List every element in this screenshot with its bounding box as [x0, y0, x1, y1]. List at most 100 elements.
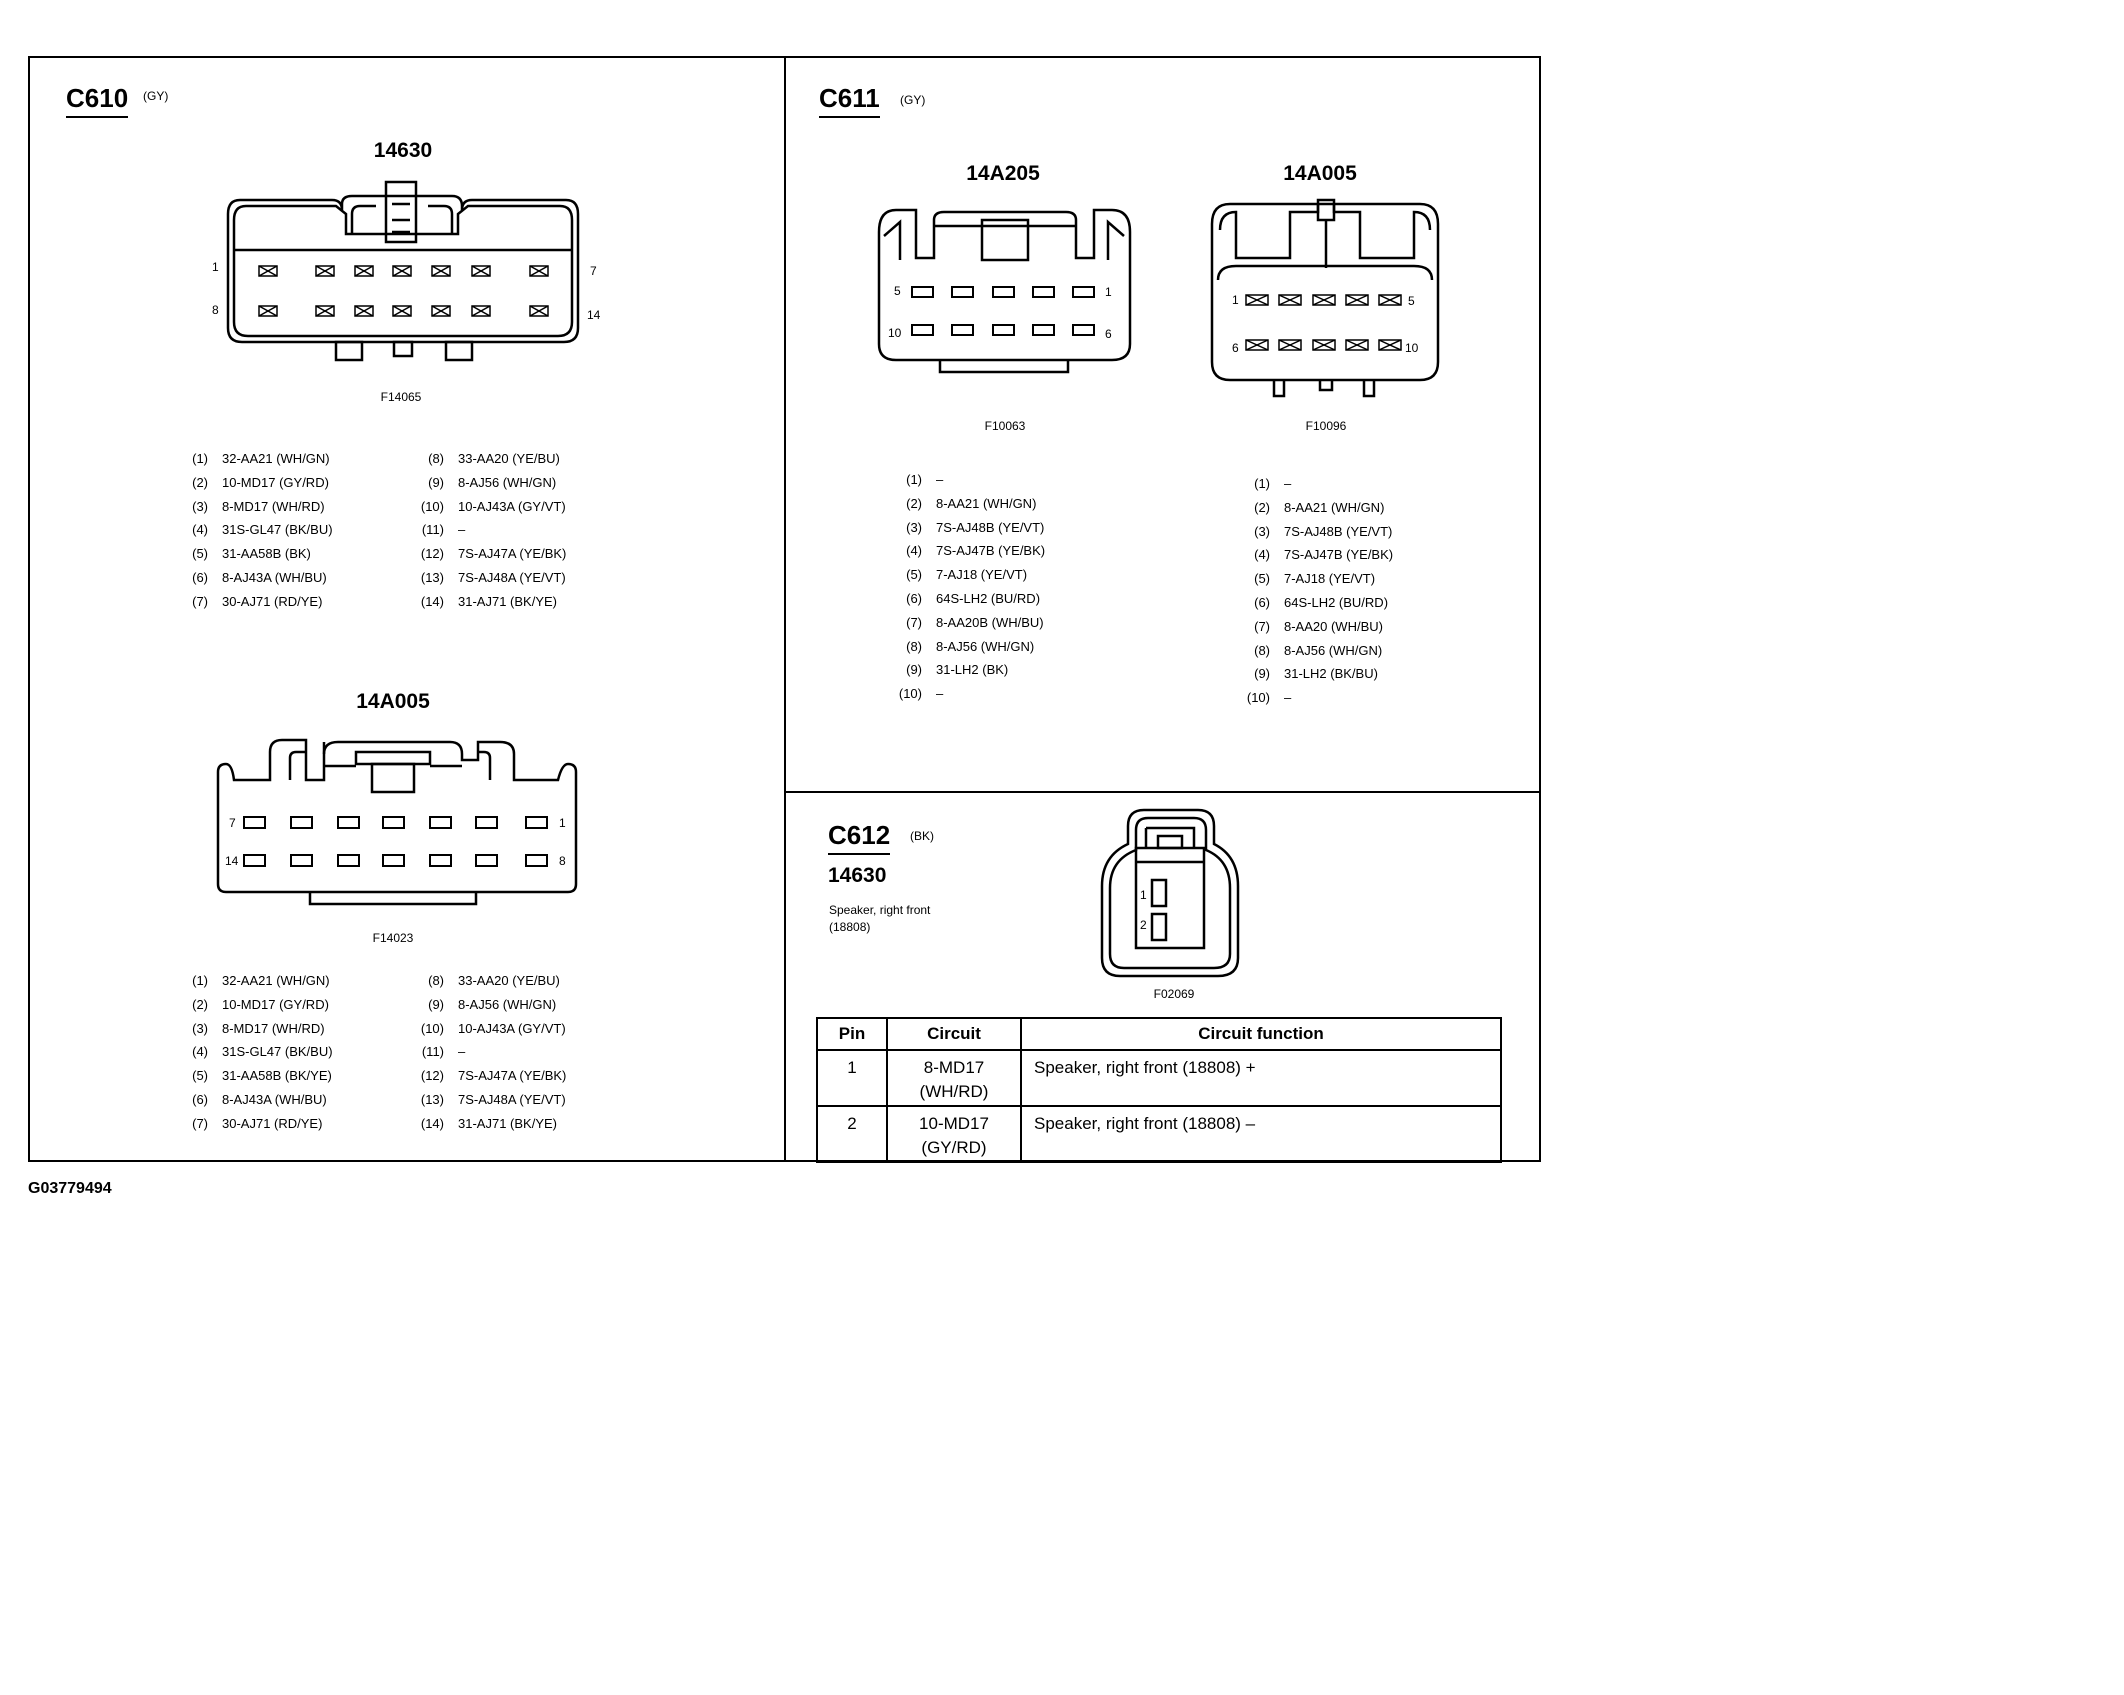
pin-row: (5)31-AA58B (BK/YE): [192, 1068, 332, 1084]
table-cell-pin: 2: [816, 1105, 888, 1163]
c612-pin-label-1: 1: [1140, 888, 1147, 902]
table-cell-circuit: 10-MD17 (GY/RD): [886, 1105, 1022, 1163]
pin-row: (10)–: [1246, 690, 1292, 706]
pin-row: (14)31-AJ71 (BK/YE): [420, 1115, 557, 1131]
pin-row: (11)–: [421, 522, 466, 538]
pin-row: (10)–: [898, 686, 944, 702]
pin-row: (12)7S-AJ47A (YE/BK): [420, 1068, 567, 1084]
pin-row: (6)64S-LH2 (BU/RD): [1254, 594, 1389, 610]
pin-row: (8)33-AA20 (YE/BU): [428, 973, 560, 988]
c611-left-pin-list: (1)– (2)8-AA21 (WH/GN) (3)7S-AJ48B (YE/V…: [896, 468, 1045, 706]
pin-row: (7)8-AA20 (WH/BU): [1254, 618, 1383, 634]
c612-figure-code: F02069: [1153, 987, 1195, 1001]
c610-bottom-figure-code: F14023: [372, 931, 414, 945]
c612-pin-label-2: 2: [1140, 918, 1147, 932]
c610-bottom-pin-label-1: 1: [559, 816, 566, 830]
pin-row: (2)8-AA21 (WH/GN): [1254, 499, 1385, 515]
pin-row: (1)32-AA21 (WH/GN): [192, 451, 330, 466]
pin-row: (10)10-AJ43A (GY/VT): [420, 1020, 566, 1036]
c610-bottom-pin-label-8: 8: [559, 854, 566, 868]
table-row: 2 10-MD17 (GY/RD) Speaker, right front (…: [816, 1105, 1502, 1163]
pin-row: (8)8-AJ56 (WH/GN): [906, 638, 1035, 654]
c610-bottom-pin-list-right: (8)33-AA20 (YE/BU) (9)8-AJ56 (WH/GN) (10…: [418, 969, 567, 1136]
table-header-circuit: Circuit: [886, 1017, 1022, 1051]
pin-row: (4)31S-GL47 (BK/BU): [192, 522, 333, 538]
table-header-pin: Pin: [816, 1017, 888, 1051]
pin-row: (9)8-AJ56 (WH/GN): [428, 474, 557, 490]
pin-row: (7)8-AA20B (WH/BU): [906, 614, 1044, 630]
c611-left-pin-label-1: 1: [1105, 285, 1112, 299]
pin-row: (6)8-AJ43A (WH/BU): [192, 569, 327, 585]
pin-row: (8)8-AJ56 (WH/GN): [1254, 642, 1383, 658]
horizontal-divider: [784, 791, 1539, 793]
circuit-color: (WH/RD): [919, 1082, 989, 1101]
c612-pin-table: Pin Circuit Circuit function 1 8-MD17 (W…: [816, 1017, 1502, 1163]
pin-row: (5)7-AJ18 (YE/VT): [906, 567, 1028, 583]
c611-color-code: (GY): [900, 93, 926, 107]
pin-row: (14)31-AJ71 (BK/YE): [420, 593, 557, 609]
c610-top-pin-list-right: (8)33-AA20 (YE/BU) (9)8-AJ56 (WH/GN) (10…: [418, 447, 567, 614]
pin-row: (5)7-AJ18 (YE/VT): [1254, 571, 1376, 587]
pin-row: (4)7S-AJ47B (YE/BK): [906, 543, 1046, 559]
c611-right-pin-label-5: 5: [1408, 294, 1415, 308]
pin-row: (3)7S-AJ48B (YE/VT): [906, 519, 1045, 535]
pin-row: (6)64S-LH2 (BU/RD): [906, 590, 1041, 606]
pin-row: (7)30-AJ71 (RD/YE): [192, 593, 323, 609]
table-header-circuit-function: Circuit function: [1020, 1017, 1502, 1051]
c612-connector-id: C612: [828, 821, 891, 855]
pin-row: (1)–: [1254, 476, 1292, 491]
c610-top-pin-label-1: 1: [212, 260, 219, 274]
c610-top-pin-label-7: 7: [590, 264, 597, 278]
c611-right-figure-code: F10096: [1305, 419, 1347, 433]
pin-row: (3)7S-AJ48B (YE/VT): [1254, 523, 1393, 539]
c611-right-pin-label-6: 6: [1232, 341, 1239, 355]
c610-color-code: (GY): [143, 89, 169, 103]
table-cell-function: Speaker, right front (18808) +: [1020, 1049, 1502, 1107]
c610-connector-id: C610: [66, 84, 129, 118]
pin-row: (3)8-MD17 (WH/RD): [192, 498, 325, 514]
c611-right-pin-label-1: 1: [1232, 293, 1239, 307]
pin-row: (9)31-LH2 (BK/BU): [1254, 666, 1378, 682]
circuit-color: (GY/RD): [921, 1138, 987, 1157]
pin-row: (6)8-AJ43A (WH/BU): [192, 1091, 327, 1107]
circuit-line: 8-MD17: [923, 1058, 985, 1077]
c610-top-pin-list-left: (1)32-AA21 (WH/GN) (2)10-MD17 (GY/RD) (3…: [182, 447, 333, 614]
pin-row: (10)10-AJ43A (GY/VT): [420, 498, 566, 514]
pin-row: (13)7S-AJ48A (YE/VT): [420, 1091, 566, 1107]
table-cell-pin: 1: [816, 1049, 888, 1107]
table-row: 1 8-MD17 (WH/RD) Speaker, right front (1…: [816, 1049, 1502, 1107]
pin-row: (2)10-MD17 (GY/RD): [192, 474, 329, 490]
c610-bottom-pin-label-7: 7: [229, 816, 236, 830]
pin-row: (4)7S-AJ47B (YE/BK): [1254, 547, 1394, 563]
c610-top-part-number: 14630: [373, 139, 433, 162]
c611-left-figure-code: F10063: [984, 419, 1026, 433]
pin-row: (2)8-AA21 (WH/GN): [906, 495, 1037, 511]
c610-bottom-part-number: 14A005: [356, 690, 430, 713]
c611-right-pin-list: (1)– (2)8-AA21 (WH/GN) (3)7S-AJ48B (YE/V…: [1244, 472, 1393, 710]
c610-top-pin-label-14: 14: [587, 308, 601, 322]
table-cell-function: Speaker, right front (18808) –: [1020, 1105, 1502, 1163]
pin-row: (7)30-AJ71 (RD/YE): [192, 1115, 323, 1131]
pin-row: (9)8-AJ56 (WH/GN): [428, 996, 557, 1012]
pin-row: (12)7S-AJ47A (YE/BK): [420, 546, 567, 562]
figure-code: G03779494: [28, 1180, 112, 1197]
pin-row: (11)–: [421, 1044, 466, 1060]
c611-right-pin-label-10: 10: [1405, 341, 1419, 355]
pin-row: (4)31S-GL47 (BK/BU): [192, 1044, 333, 1060]
vertical-divider: [784, 56, 786, 1162]
circuit-line: 10-MD17: [919, 1114, 989, 1133]
c612-description-line1: Speaker, right front: [829, 903, 931, 917]
pin-row: (13)7S-AJ48A (YE/VT): [420, 569, 566, 585]
c611-left-pin-label-5: 5: [894, 284, 901, 298]
pin-row: (2)10-MD17 (GY/RD): [192, 996, 329, 1012]
c611-left-pin-label-10: 10: [888, 326, 902, 340]
table-cell-circuit: 8-MD17 (WH/RD): [886, 1049, 1022, 1107]
c611-left-part-number: 14A205: [966, 162, 1040, 185]
pin-row: (1)–: [906, 472, 944, 487]
c610-bottom-pin-label-14: 14: [225, 854, 239, 868]
pin-row: (5)31-AA58B (BK): [192, 546, 311, 562]
c611-connector-id: C611: [819, 84, 880, 118]
c612-part-number: 14630: [828, 864, 887, 887]
c610-bottom-pin-list-left: (1)32-AA21 (WH/GN) (2)10-MD17 (GY/RD) (3…: [182, 969, 333, 1136]
c610-top-figure-code: F14065: [380, 390, 422, 404]
